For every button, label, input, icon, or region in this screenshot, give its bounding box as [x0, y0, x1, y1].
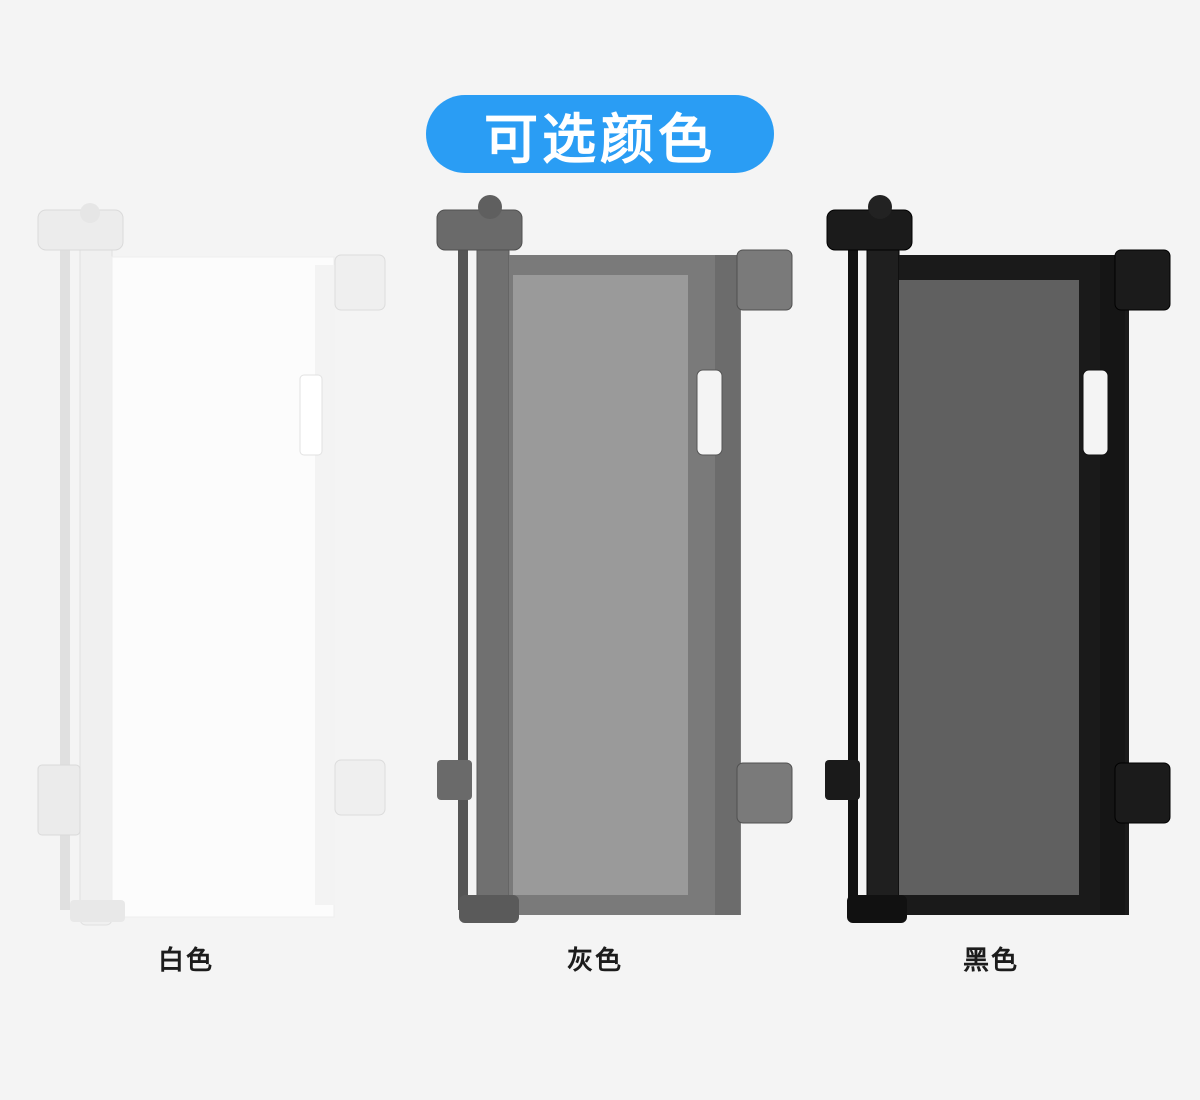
- gate-white-image: [30, 195, 430, 940]
- caption-grey: 灰色: [566, 946, 623, 976]
- caption-black: 黑色: [962, 946, 1019, 976]
- colors-title-badge: 可选颜色: [426, 95, 774, 173]
- gate-grey-image: [425, 195, 825, 940]
- colors-title: 可选颜色: [484, 107, 716, 171]
- caption-white: 白色: [157, 946, 214, 976]
- gate-black-image: [815, 195, 1200, 940]
